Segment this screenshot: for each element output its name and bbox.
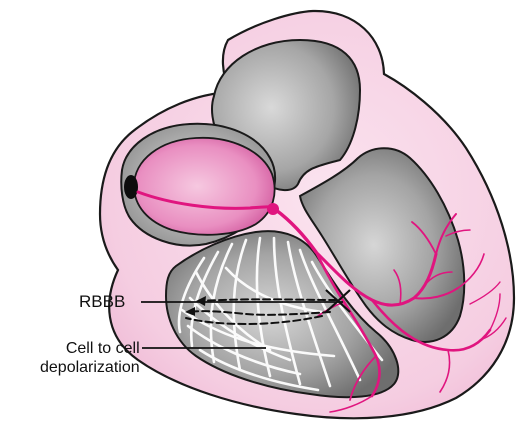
cell-to-cell-label-line2: depolarization xyxy=(40,358,140,377)
right-atrium xyxy=(134,138,275,235)
rbbb-label: RBBB xyxy=(79,292,125,311)
sa-node-icon xyxy=(124,175,138,199)
cell-to-cell-label-line1: Cell to cell xyxy=(40,339,140,358)
cell-to-cell-label: Cell to cell depolarization xyxy=(40,339,140,377)
